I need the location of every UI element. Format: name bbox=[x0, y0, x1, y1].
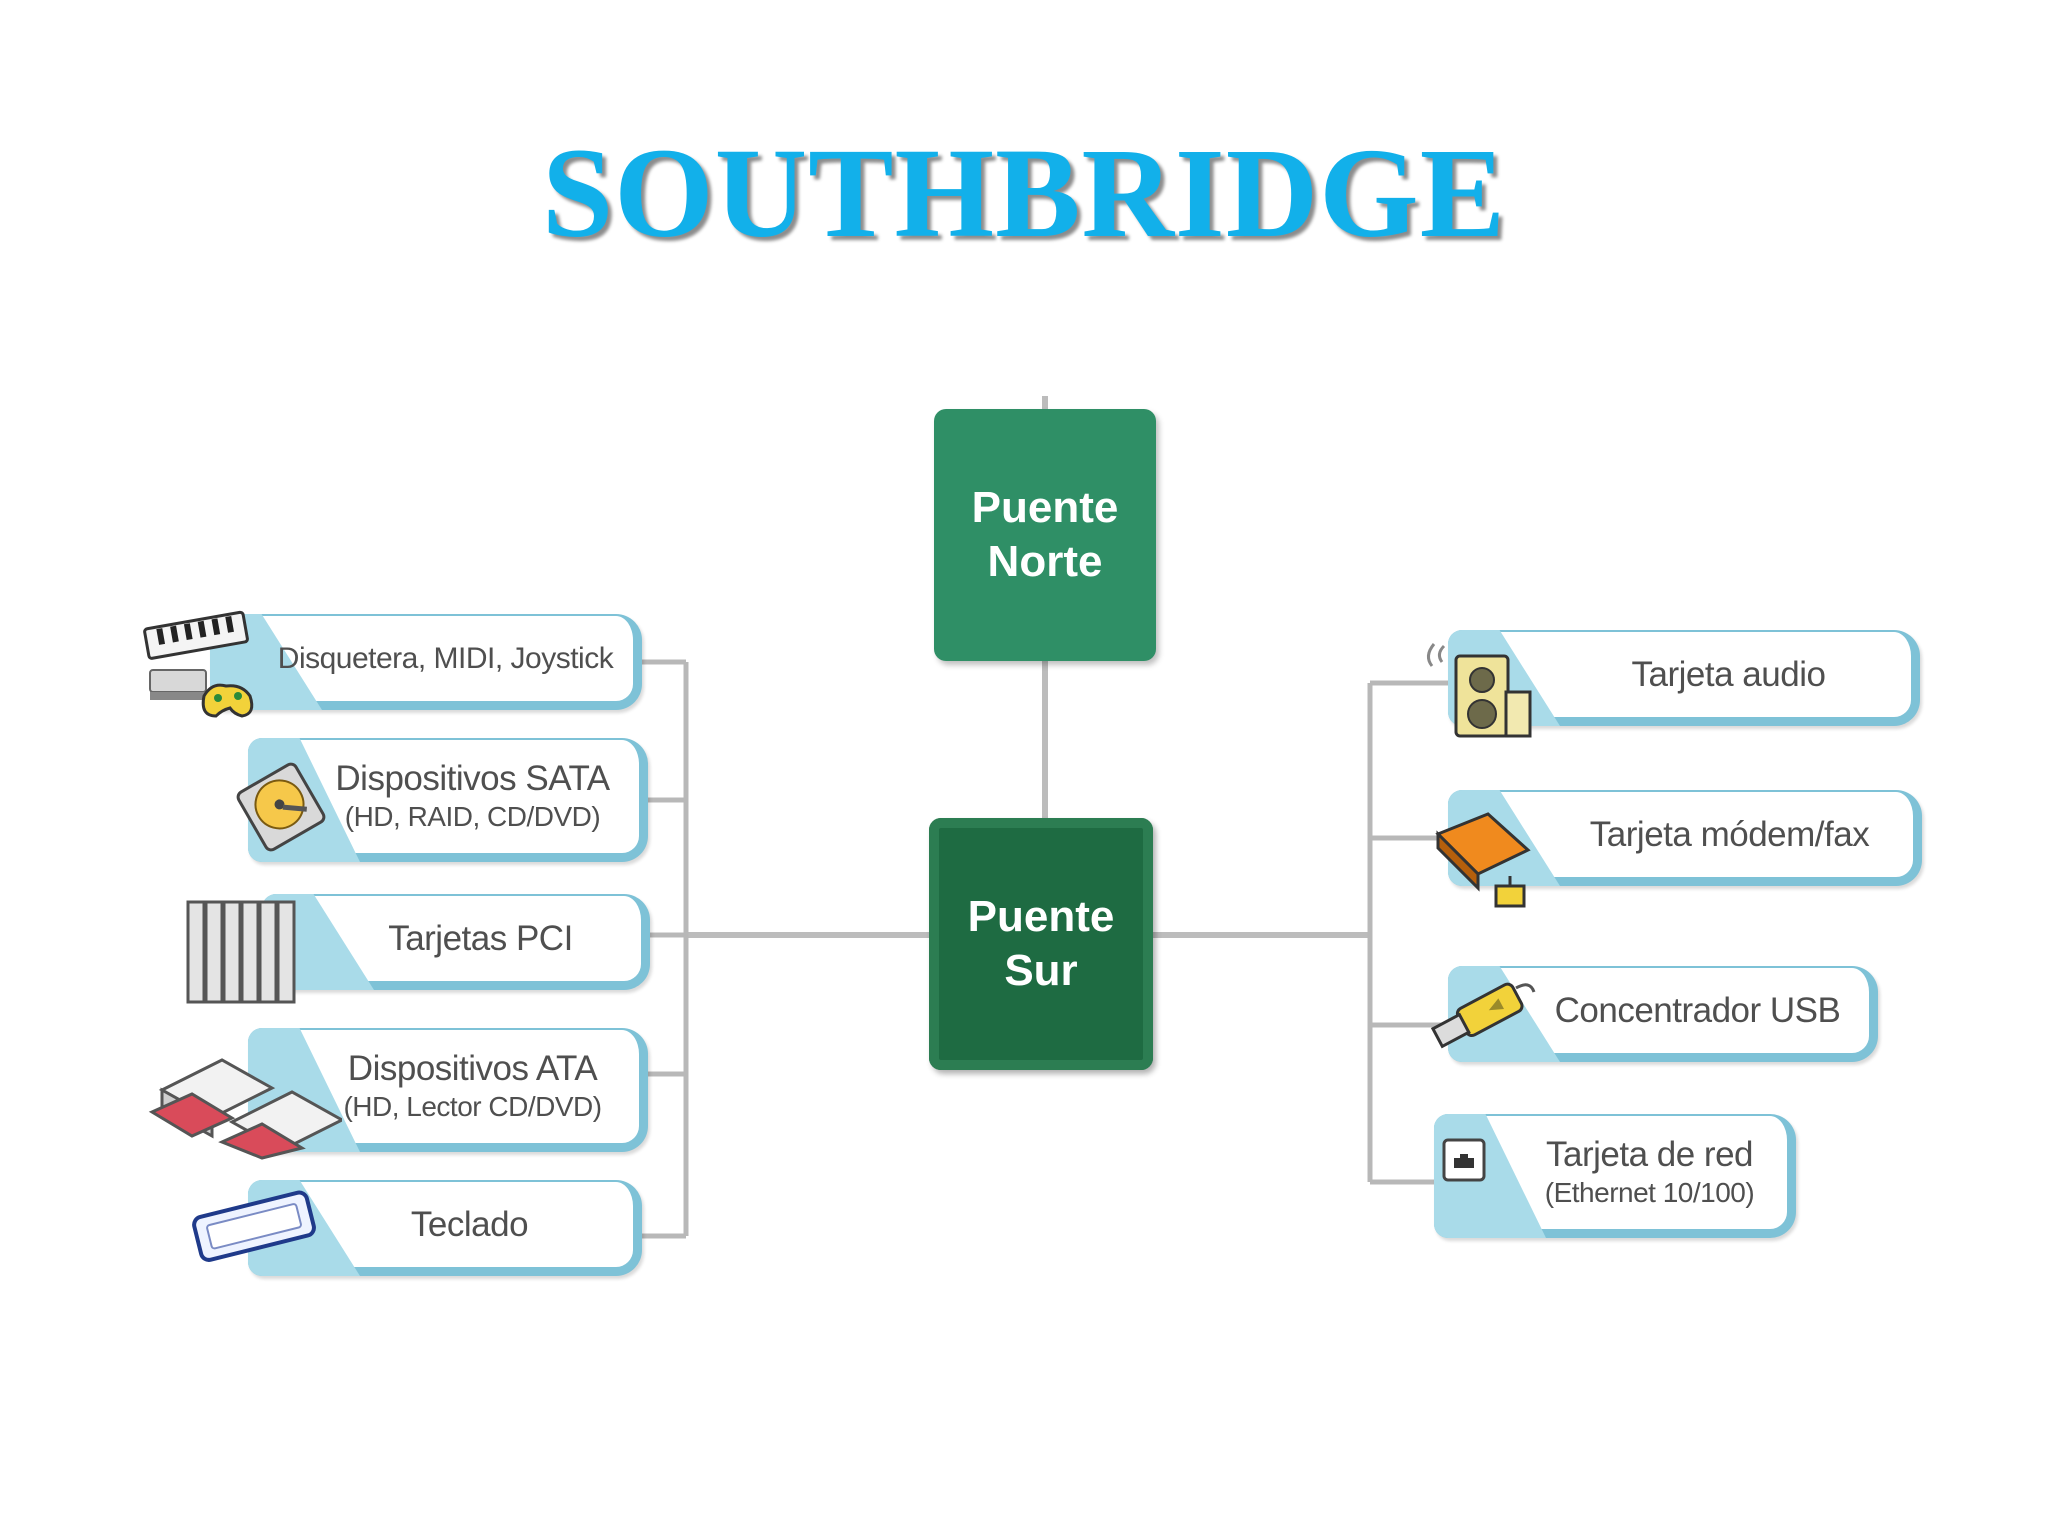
device-label: Disquetera, MIDI, Joystick bbox=[277, 641, 614, 675]
optical-drives-icon bbox=[148, 1058, 342, 1160]
device-label: Tarjeta módem/fax bbox=[1589, 814, 1870, 854]
speaker-icon bbox=[1427, 643, 1532, 738]
device-card-usb: Concentrador USB bbox=[1448, 966, 1878, 1062]
north-bridge-label-1: Puente bbox=[971, 483, 1119, 532]
device-sublabel: (HD, Lector CD/DVD) bbox=[343, 1090, 602, 1122]
device-card-network: Tarjeta de red (Ethernet 10/100) bbox=[1434, 1114, 1796, 1238]
keyboard-floppy-joystick-icon bbox=[143, 610, 254, 718]
device-label: Tarjeta audio bbox=[1631, 654, 1826, 694]
device-card-pci: Tarjetas PCI bbox=[262, 894, 650, 990]
north-bridge-label-2: Norte bbox=[987, 537, 1103, 586]
keyboard-icon bbox=[192, 1190, 316, 1262]
device-card-ata: Dispositivos ATA (HD, Lector CD/DVD) bbox=[248, 1028, 648, 1152]
pci-cards-icon bbox=[186, 900, 296, 1004]
hard-disk-icon bbox=[236, 762, 326, 852]
device-sublabel: (HD, RAID, CD/DVD) bbox=[344, 800, 601, 832]
south-bridge-label-1: Puente bbox=[967, 892, 1115, 941]
network-jack-icon bbox=[1442, 1138, 1486, 1182]
device-label: Tarjeta de red bbox=[1545, 1134, 1754, 1174]
device-card-modem: Tarjeta módem/fax bbox=[1448, 790, 1922, 886]
device-label: Teclado bbox=[410, 1204, 529, 1244]
device-sublabel: (Ethernet 10/100) bbox=[1544, 1176, 1755, 1208]
device-card-sata: Dispositivos SATA (HD, RAID, CD/DVD) bbox=[248, 738, 648, 862]
device-label: Dispositivos SATA bbox=[335, 758, 610, 798]
north-bridge-chip: Puente Norte bbox=[934, 409, 1156, 661]
slide-title: SOUTHBRIDGE bbox=[541, 122, 1507, 264]
device-card-floppy-midi-joystick: Disquetera, MIDI, Joystick bbox=[210, 614, 642, 710]
south-bridge-chip: Puente Sur bbox=[929, 818, 1153, 1070]
device-label: Concentrador USB bbox=[1554, 990, 1841, 1030]
device-label: Tarjetas PCI bbox=[388, 918, 573, 958]
device-label: Dispositivos ATA bbox=[347, 1048, 598, 1088]
usb-drive-icon bbox=[1430, 982, 1536, 1049]
south-bridge-label-2: Sur bbox=[1004, 946, 1078, 995]
modem-icon bbox=[1435, 812, 1531, 908]
